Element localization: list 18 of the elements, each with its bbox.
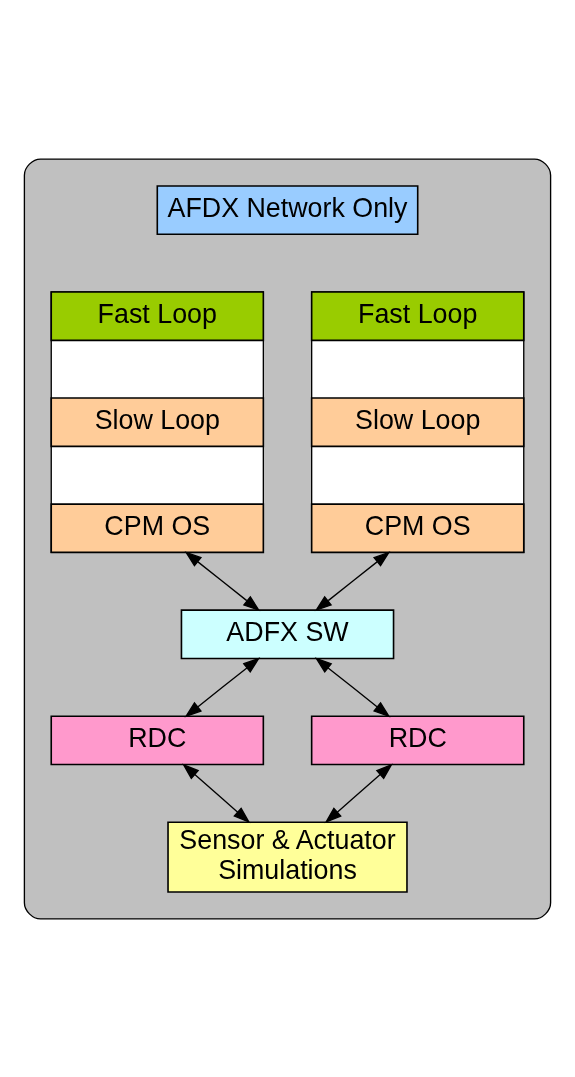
node-box: ADFX SW — [180, 608, 395, 659]
arrow — [184, 550, 261, 611]
node-box: RDC — [310, 714, 525, 765]
arrow — [314, 656, 391, 717]
node-box: AFDX Network Only — [156, 184, 419, 235]
node-box: Fast Loop — [310, 290, 525, 341]
node-box: RDC — [50, 714, 265, 765]
arrow — [182, 762, 251, 823]
node-box: Fast Loop — [50, 290, 265, 341]
node-box: Slow Loop — [50, 396, 265, 447]
node-box: CPM OS — [50, 502, 265, 553]
arrow — [184, 656, 261, 717]
cluster — [23, 157, 552, 920]
node-box: Slow Loop — [310, 396, 525, 447]
node-box: Sensor & Actuator Simulations — [167, 820, 408, 893]
arrow — [314, 550, 391, 611]
node-box: CPM OS — [310, 502, 525, 553]
arrow — [324, 762, 393, 823]
